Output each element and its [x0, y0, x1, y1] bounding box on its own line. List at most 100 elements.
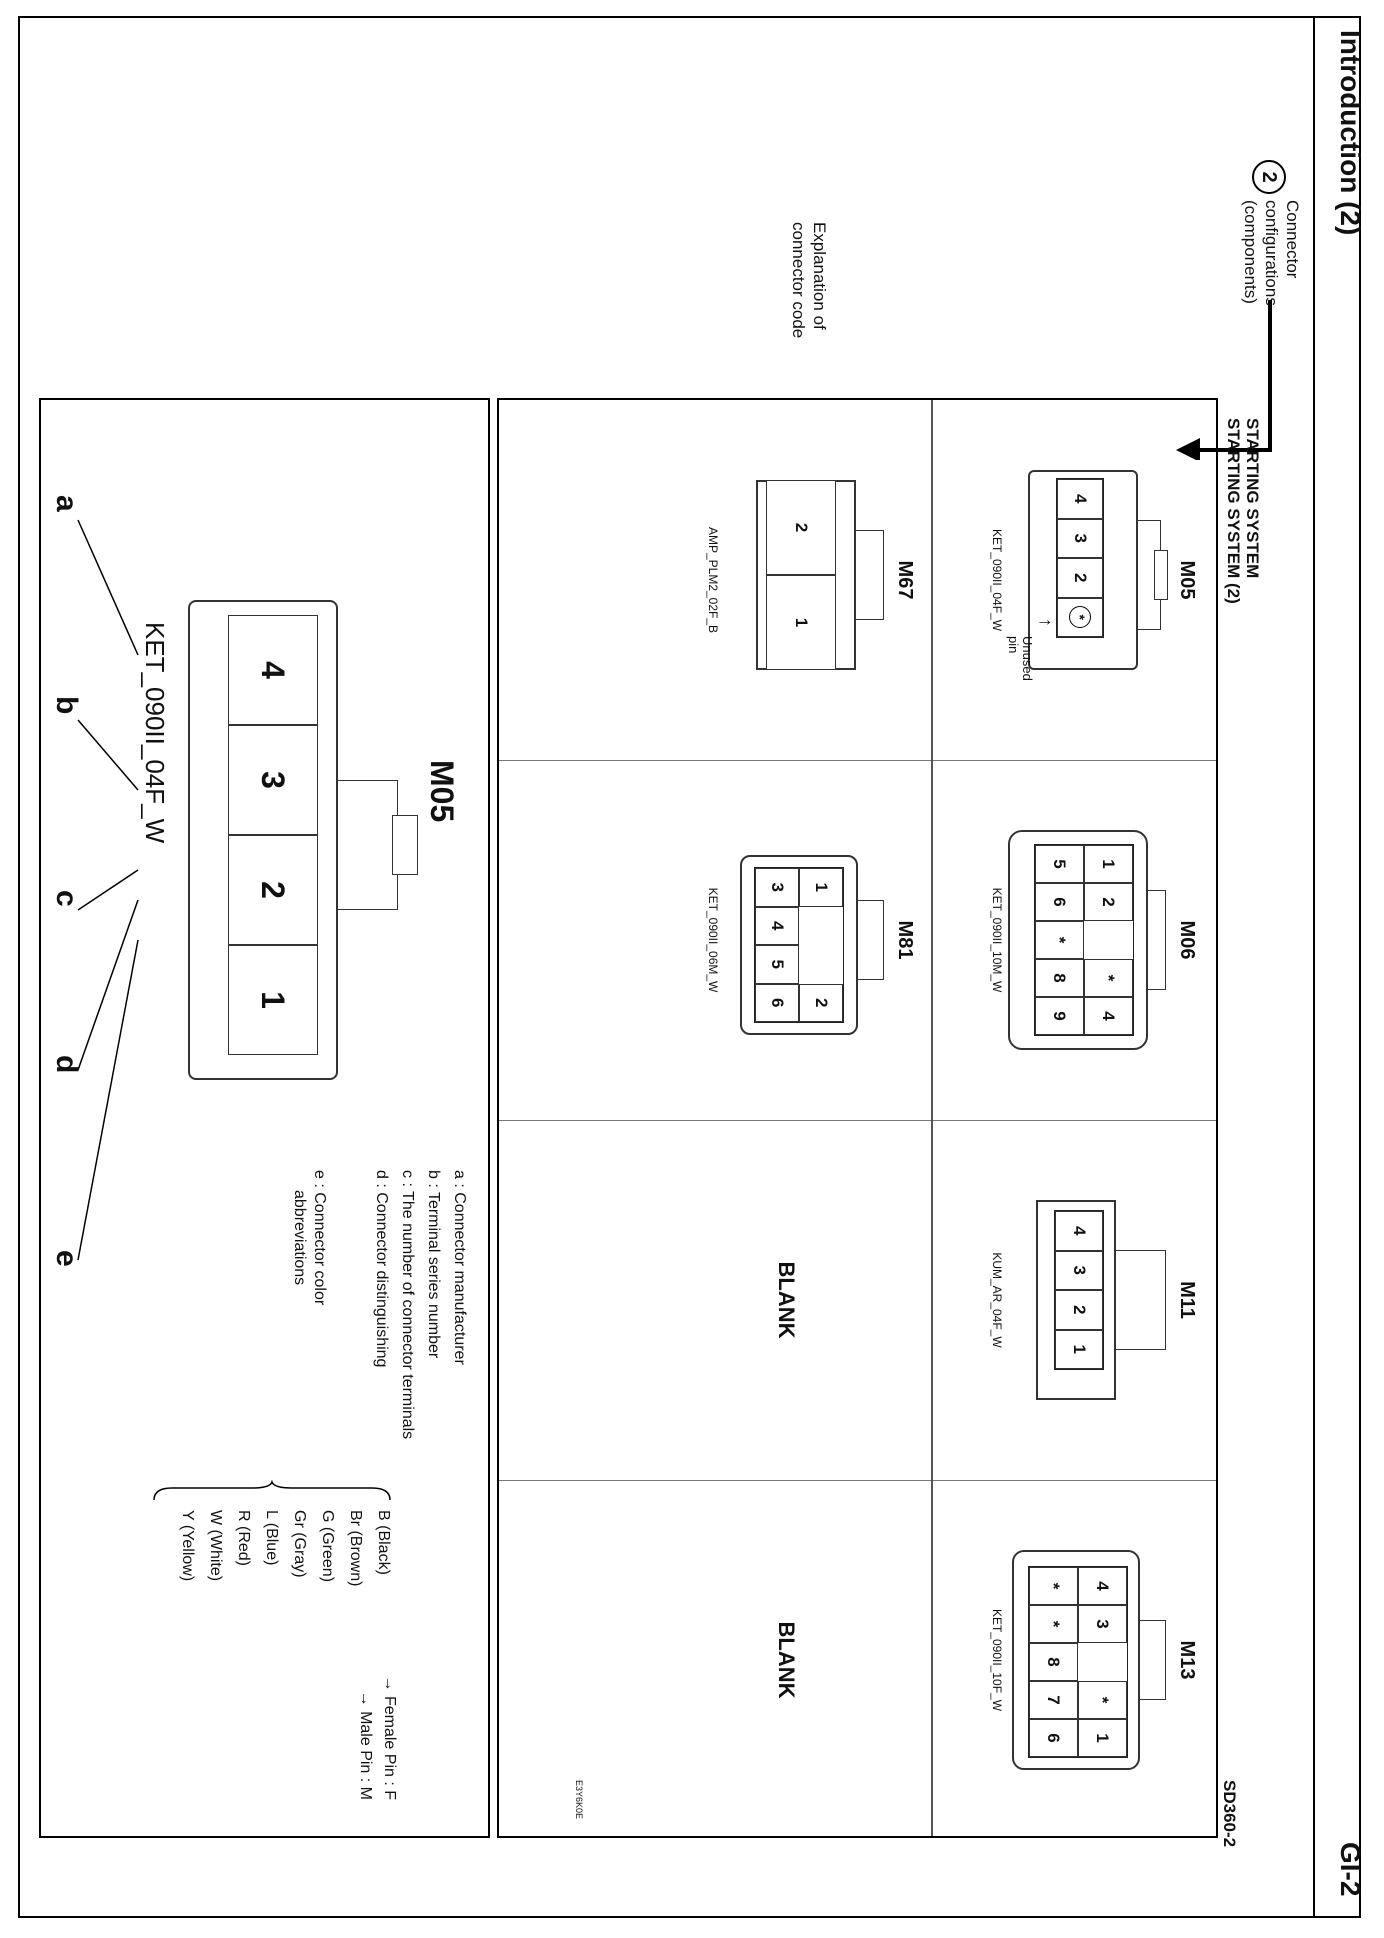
connector-code: KUM_AR_04F_W [990, 1252, 1004, 1348]
connector-name: M67 [894, 560, 916, 600]
grid-divider [931, 400, 933, 1836]
pin: * [1035, 921, 1084, 959]
grid-divider [499, 1480, 1216, 1481]
subsystem-title: STARTING SYSTEM (2) [1224, 418, 1243, 604]
connector-latch [854, 900, 884, 980]
callout-line: Connector [1283, 200, 1302, 279]
connector-pins: 4 3 2 * [1056, 478, 1104, 638]
pin-gap [799, 906, 843, 984]
pin: 4 [755, 906, 799, 945]
grid-divider [499, 1120, 1216, 1121]
connector-latch [854, 530, 884, 620]
legend-brace [153, 1480, 391, 1501]
pin: * [1029, 1567, 1078, 1605]
pin: 3 [1055, 1250, 1103, 1290]
connector-code: KET_090II_04F_W [990, 528, 1004, 632]
pin: 2 [1084, 883, 1133, 921]
legend-female: → Female Pin : F [381, 1675, 398, 1800]
pin: 5 [755, 945, 799, 984]
color-item: G (Green) [319, 1510, 336, 1583]
legend-e: e : Connector color [311, 1170, 328, 1306]
color-item: R (Red) [235, 1510, 252, 1567]
pin-unused-marker: * [1069, 606, 1091, 629]
code-arrows [77, 519, 139, 1261]
pin: 8 [1035, 959, 1084, 997]
pin: * [1084, 959, 1133, 997]
pin: 9 [1035, 997, 1084, 1035]
letter-c: c [50, 890, 83, 907]
connector-code: KET_090II_10M_W [990, 887, 1004, 993]
pin: 2 [766, 480, 836, 575]
connector-name: M06 [1176, 920, 1198, 960]
arrow-left-icon: ↑ [1036, 618, 1056, 627]
pin: 6 [1029, 1719, 1078, 1757]
connector-name: M11 [1176, 1281, 1198, 1319]
callout-arrow [1176, 300, 1272, 460]
pin: 1 [1084, 845, 1133, 883]
color-item: L (Blue) [263, 1510, 280, 1566]
pin: 5 [1035, 845, 1084, 883]
page-frame [18, 16, 1361, 1918]
pin: 1 [766, 575, 836, 670]
pin-unused: * [1057, 597, 1103, 637]
legend-e: abbreviations [291, 1190, 308, 1286]
pin: 4 [1084, 997, 1133, 1035]
legend-c: c : The number of connector terminals [399, 1170, 416, 1440]
pin: 6 [755, 983, 799, 1022]
pin: * [1078, 1681, 1127, 1719]
header-rule [1313, 16, 1315, 1918]
connector-pins: 2 1 [766, 480, 836, 670]
letter-e: e [50, 1250, 83, 1267]
connector-grid: M05 4 3 2 * Unused pin ↑ KET_090II_04F_W… [497, 398, 1216, 1838]
connector-name: M13 [1176, 1640, 1198, 1680]
connector-pins: 1 2 * 4 5 6 * 8 9 [1034, 844, 1134, 1036]
legend-male: → Male Pin : M [357, 1690, 374, 1800]
pin: 8 [1029, 1643, 1078, 1681]
connector-latch [1154, 550, 1168, 600]
legend-a: a : Connector manufacturer [451, 1170, 468, 1365]
connector-pins: 4 3 * 1 * * 8 7 6 [1028, 1566, 1128, 1758]
page-number: GI-2 [1335, 1842, 1366, 1897]
color-item: W (White) [207, 1510, 224, 1582]
explanation-label: connector code [789, 222, 808, 339]
color-item: B (Black) [375, 1510, 392, 1575]
pin: 4 [1057, 479, 1103, 519]
pin: 3 [1057, 518, 1103, 558]
connector-name: M05 [1176, 560, 1198, 600]
explanation-label: Explanation of [810, 222, 829, 330]
connector-code: KET_090II_06M_W [706, 887, 720, 993]
legend-d: d : Connector distinguishing [373, 1170, 390, 1368]
connector-pins: 4 3 2 1 [1054, 1210, 1104, 1370]
title-rule [1216, 398, 1218, 1838]
blank-cell: BLANK [774, 1261, 799, 1339]
legend-b: b : Terminal series number [425, 1170, 442, 1359]
pin: 3 [755, 868, 799, 907]
pin: 1 [1055, 1329, 1103, 1369]
letter-d: d [50, 1055, 83, 1074]
legend-female-text: Female Pin : F [381, 1695, 398, 1800]
color-item: Br (Brown) [347, 1510, 364, 1587]
connector-code: KET_090II_10F_W [990, 1608, 1004, 1712]
pin: 2 [1055, 1290, 1103, 1330]
letter-b: b [50, 696, 83, 715]
legend-male-text: Male Pin : M [357, 1711, 374, 1800]
pin: 2 [799, 983, 843, 1022]
callout-line: configurations [1262, 200, 1281, 306]
callout-number: 2 [1252, 160, 1286, 194]
pin: 1 [1078, 1719, 1127, 1757]
letter-a: a [50, 495, 83, 512]
color-item: Gr (Gray) [291, 1510, 308, 1578]
grid-divider [499, 760, 1216, 761]
system-title: STARTING SYSTEM [1243, 418, 1262, 579]
pin: 4 [1078, 1567, 1127, 1605]
blank-cell: BLANK [774, 1621, 799, 1699]
unused-pin-label: Unused pin [1006, 636, 1035, 681]
diagram-code: SD360-2 [1220, 1780, 1239, 1848]
connector-pins: 1 2 3 4 5 6 [754, 867, 844, 1023]
color-item: Y (Yellow) [179, 1510, 196, 1582]
pin: 4 [1055, 1211, 1103, 1251]
connector-name: M81 [894, 920, 916, 960]
page-title: Introduction (2) [1335, 30, 1366, 236]
pin: 7 [1029, 1681, 1078, 1719]
connector-code: AMP_PLM2_02F_B [706, 526, 720, 634]
